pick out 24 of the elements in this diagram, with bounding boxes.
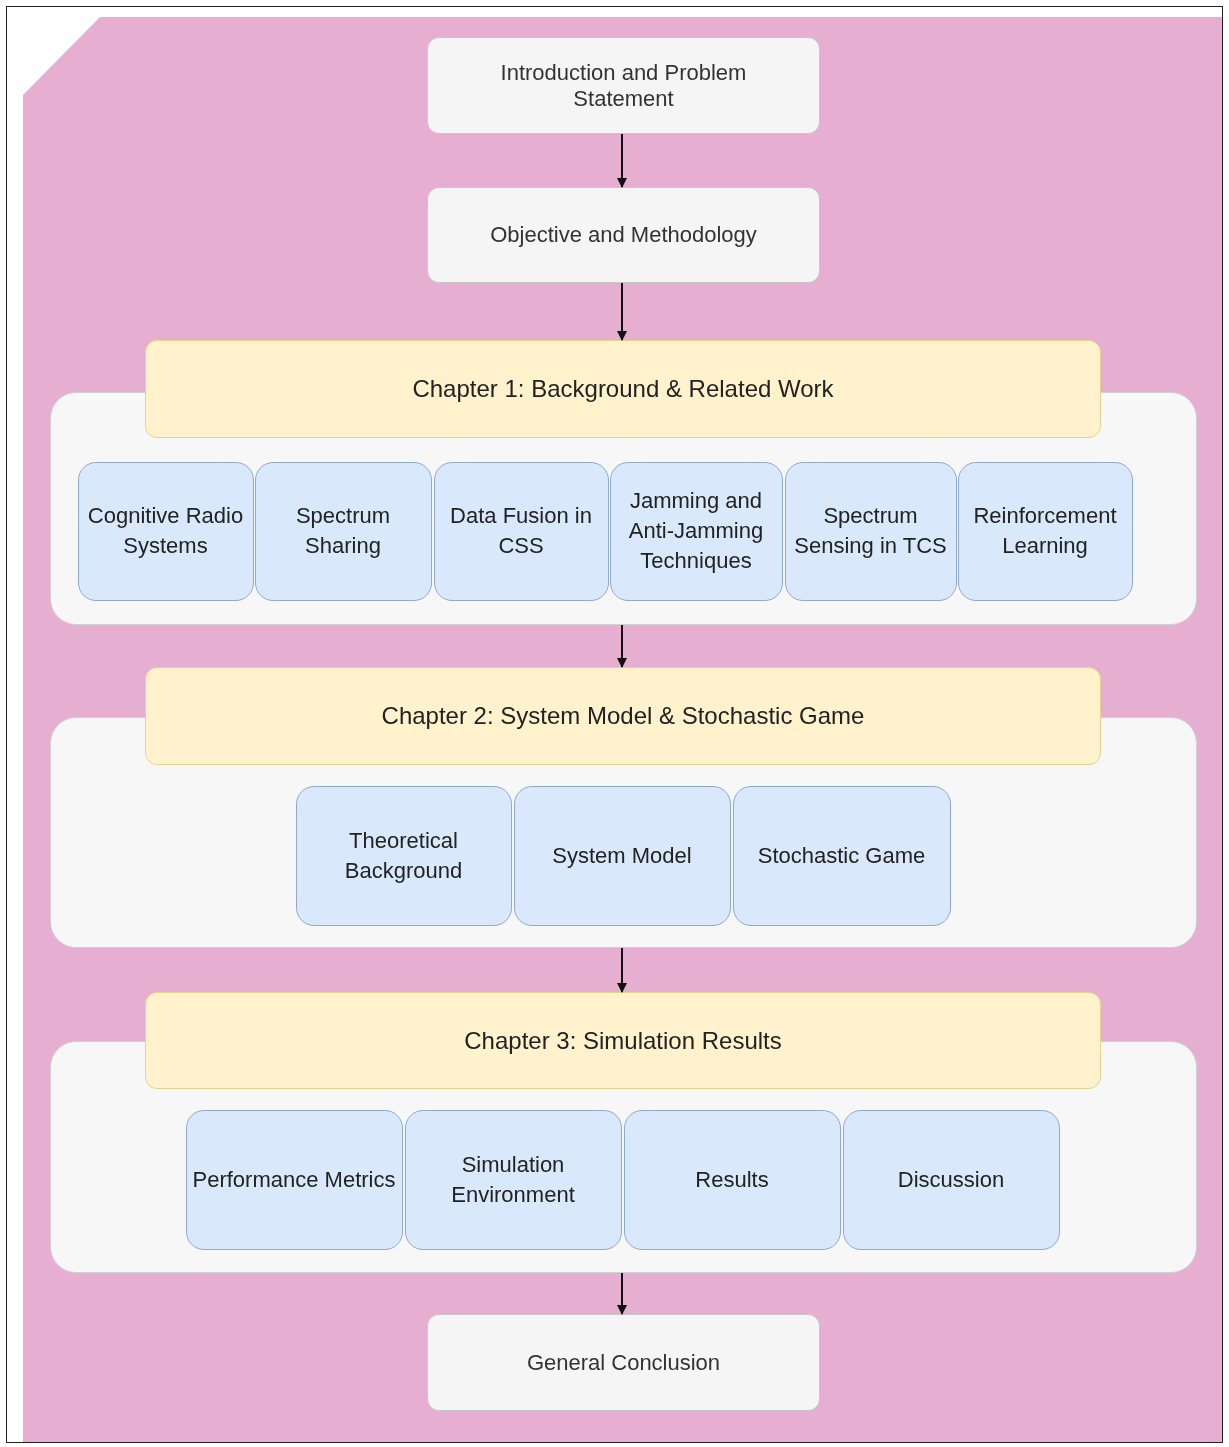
- topic-box: Spectrum Sharing: [254, 461, 432, 601]
- topic-box: Stochastic Game: [732, 785, 951, 926]
- topic-box: Cognitive Radio Systems: [77, 461, 254, 601]
- chapter-header: Chapter 3: Simulation Results: [145, 992, 1101, 1089]
- topic-box: Theoretical Background: [295, 785, 512, 926]
- topic-box: Simulation Environment: [404, 1109, 622, 1250]
- chapter-header: Chapter 2: System Model & Stochastic Game: [145, 667, 1101, 765]
- topic-box: Reinforcement Learning: [957, 461, 1133, 601]
- topic-box: Discussion: [842, 1109, 1060, 1250]
- topic-box: Jamming and Anti-Jamming Techniques: [609, 461, 783, 601]
- process-box: Objective and Methodology: [427, 187, 820, 283]
- topic-box: System Model: [513, 785, 731, 926]
- arrow: [617, 624, 627, 668]
- process-box: General Conclusion: [427, 1314, 820, 1411]
- arrow: [617, 282, 627, 341]
- topic-box: Results: [623, 1109, 841, 1250]
- topic-box: Data Fusion in CSS: [433, 461, 609, 601]
- arrow: [617, 947, 627, 993]
- topic-box: Spectrum Sensing in TCS: [784, 461, 957, 601]
- arrow: [617, 133, 627, 188]
- topic-box: Performance Metrics: [185, 1109, 403, 1250]
- arrow: [617, 1272, 627, 1315]
- process-box: Introduction and Problem Statement: [427, 37, 820, 134]
- chapter-header: Chapter 1: Background & Related Work: [145, 340, 1101, 438]
